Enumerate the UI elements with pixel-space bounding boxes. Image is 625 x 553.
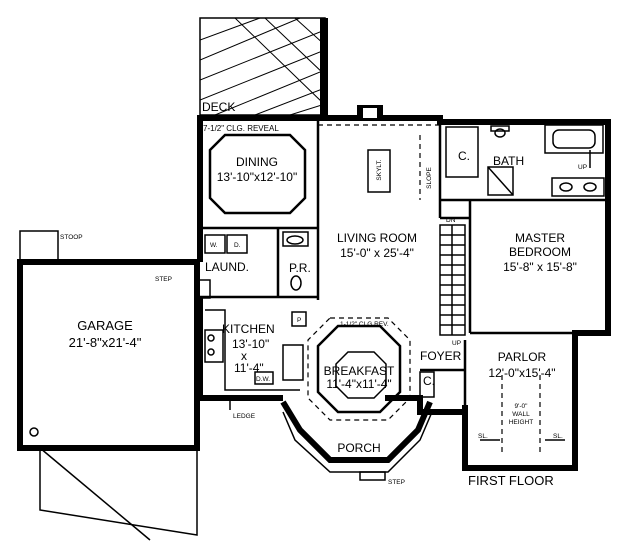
kitchen-dim-1: 13'-10" [232, 337, 269, 351]
kitchen-dim-3: 11'-4" [234, 361, 264, 375]
living-label: LIVING ROOM [337, 231, 417, 245]
breakfast-label: BREAKFAST [324, 364, 395, 378]
master-label-1: MASTER [515, 231, 565, 245]
garage-label: GARAGE [77, 318, 133, 333]
sl-left-label: SL. [478, 433, 488, 440]
stoop-label: STOOP [60, 234, 83, 241]
ledge-label: LEDGE [233, 413, 256, 420]
porch-step [359, 471, 386, 481]
porch [280, 400, 433, 481]
dryer-label: D. [234, 242, 241, 249]
toilet-icon [290, 275, 302, 291]
powder-room-fixtures [282, 231, 309, 291]
pantry-label: P [297, 317, 301, 324]
pantry [291, 311, 307, 327]
range-icon [204, 329, 224, 363]
kitchen-dim-2: x [241, 349, 247, 363]
washer-label: W. [210, 242, 218, 249]
bath-label: BATH [493, 154, 524, 168]
dining-label: DINING [236, 155, 278, 169]
foyer-label: FOYER [420, 349, 462, 363]
slope-label: SLOPE [426, 167, 433, 189]
closet-label: C. [458, 149, 470, 163]
stairs [439, 224, 466, 336]
porch-label: PORCH [337, 441, 380, 455]
dishwasher-label: D.W. [256, 376, 270, 383]
post-marker [29, 427, 39, 437]
dining-ceiling-reveal [208, 133, 307, 215]
island [282, 344, 304, 381]
dryer-icon [226, 234, 248, 254]
stair-down-label: DN [446, 217, 456, 224]
stoop [19, 230, 59, 263]
porch-step-label: STEP [388, 479, 405, 486]
breakfast-nook [307, 317, 411, 421]
bath-up-label: UP [578, 164, 587, 171]
wall-height-1: 9'-0" [515, 403, 529, 410]
clg-rev-note: 1-1/2" CLG.REV. [340, 321, 389, 328]
foyer-closet [419, 371, 435, 398]
washer-icon [204, 234, 226, 254]
breakfast-dim: 11'-4"x11'-4" [326, 377, 391, 391]
wall-height-2: WALL [512, 411, 530, 418]
garage-dim: 21'-8"x21'-4" [69, 335, 142, 350]
bath-fixtures [445, 124, 605, 197]
garage-step-label: STEP [155, 276, 172, 283]
garage [17, 230, 211, 541]
stair-up-label: UP [452, 340, 461, 347]
main-walls [197, 115, 611, 471]
plan-title: FIRST FLOOR [468, 473, 554, 488]
toilet-icon [494, 128, 506, 138]
kitchen-counters [204, 309, 307, 391]
bathtub-icon [544, 124, 604, 154]
parlor-dim: 12'-0"x15'-4" [488, 366, 555, 380]
sink-icon [286, 235, 304, 245]
powder-room-label: P.R. [289, 261, 311, 275]
master-label-2: BEDROOM [509, 245, 571, 259]
living-dim: 15'-0" x 25'-4" [340, 246, 414, 260]
dining-dim: 13'-10"x12'-10" [217, 170, 297, 184]
sl-right-label: SL. [553, 433, 563, 440]
driveway [39, 447, 198, 536]
foyer-closet-label: C. [423, 374, 435, 388]
laundry-fixtures [204, 234, 248, 254]
master-dim: 15'-8" x 15'-8" [503, 260, 577, 274]
wall-height-3: HEIGHT [509, 419, 534, 426]
deck-label: DECK [202, 100, 235, 114]
laundry-label: LAUND. [205, 260, 249, 274]
parlor-details [480, 375, 565, 455]
sink-icon [559, 182, 573, 192]
dishwasher [254, 371, 274, 385]
shower-icon [487, 166, 514, 196]
skylight-label: SKYLT. [376, 159, 383, 180]
kitchen-label: KITCHEN [222, 322, 275, 336]
parlor-label: PARLOR [498, 350, 547, 364]
skylight [367, 149, 391, 193]
vanity [551, 177, 605, 197]
clg-reveal-note: 7-1/2" CLG. REVEAL [203, 124, 279, 133]
